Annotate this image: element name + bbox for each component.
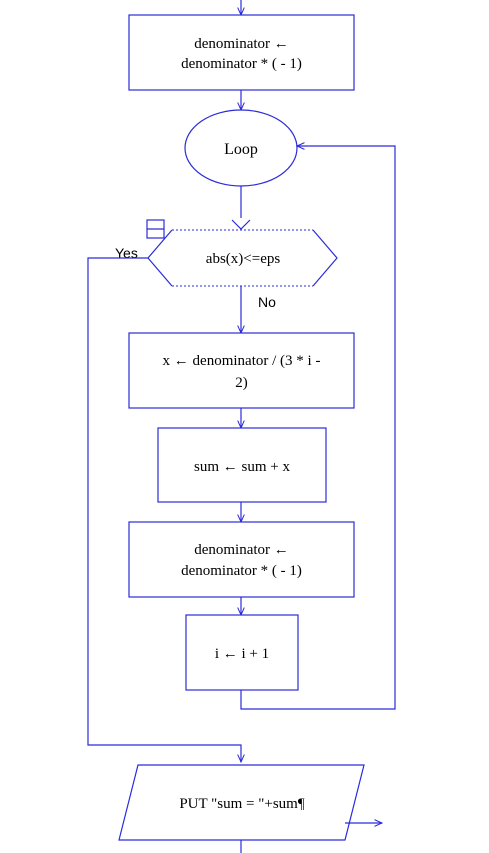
process-block-x-line1: x ← denominator / (3 * i - bbox=[163, 353, 321, 369]
process-block-sum[interactable]: sum ← sum + x bbox=[157, 427, 327, 503]
loop-terminal[interactable]: Loop bbox=[184, 109, 298, 187]
decision-condition: abs(x)<=eps bbox=[206, 251, 281, 267]
process-block-increment-i-label: i ← i + 1 bbox=[215, 646, 269, 662]
connector-loop-back bbox=[240, 146, 396, 710]
connector-notch bbox=[231, 219, 251, 230]
process-block-denominator-1[interactable]: denominator ← denominator * ( - 1) bbox=[128, 14, 355, 91]
decision-block[interactable]: abs(x)<=eps bbox=[147, 229, 338, 287]
process-block-denominator-2-line1: denominator ← bbox=[194, 542, 289, 558]
process-block-denominator-2[interactable]: denominator ← denominator * ( - 1) bbox=[128, 521, 355, 598]
process-block-sum-label: sum ← sum + x bbox=[194, 459, 290, 475]
process-block-x-line2: 2) bbox=[235, 375, 248, 391]
output-block-label: PUT "sum = "+sum¶ bbox=[179, 796, 304, 812]
process-block-denominator-1-line2: denominator * ( - 1) bbox=[181, 56, 302, 72]
process-block-denominator-1-line1: denominator ← bbox=[194, 36, 289, 52]
process-block-denominator-2-line2: denominator * ( - 1) bbox=[181, 563, 302, 579]
process-block-increment-i[interactable]: i ← i + 1 bbox=[185, 614, 299, 691]
connector-yes-branch bbox=[87, 257, 241, 762]
output-block[interactable]: PUT "sum = "+sum¶ bbox=[118, 764, 365, 841]
decision-no-label: No bbox=[258, 294, 276, 310]
decision-yes-label: Yes bbox=[115, 245, 138, 261]
loop-label: Loop bbox=[224, 141, 258, 158]
collapse-toggle-icon[interactable] bbox=[146, 219, 165, 239]
process-block-x[interactable]: x ← denominator / (3 * i - 2) bbox=[128, 332, 355, 409]
